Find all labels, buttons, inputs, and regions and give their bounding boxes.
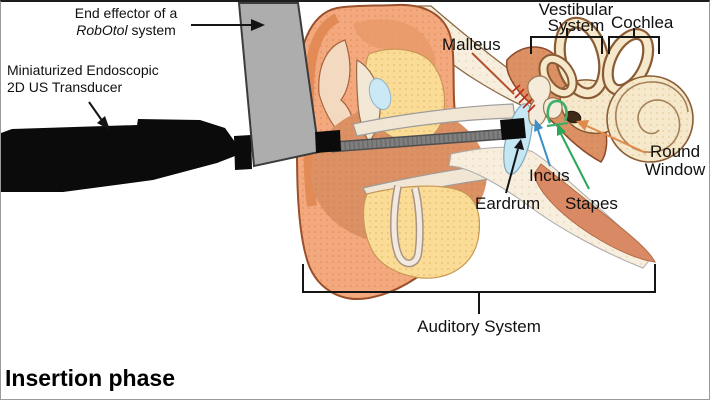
connector-right bbox=[315, 130, 341, 153]
round-window-label-line2: Window bbox=[644, 160, 706, 179]
cartilage-blue-spot bbox=[368, 77, 392, 111]
round-window-arrowhead bbox=[576, 120, 589, 131]
cochlea-bracket bbox=[608, 28, 660, 54]
auditory-system-label: Auditory System bbox=[417, 317, 541, 336]
ligament-hatching bbox=[511, 84, 536, 113]
end-effector-label-line1: End effector of a bbox=[74, 5, 178, 21]
incus-arrowhead bbox=[534, 119, 543, 132]
transducer-arrow bbox=[88, 101, 104, 123]
cartilage-hook bbox=[391, 185, 423, 266]
vestibular-label-line1: Vestibular bbox=[538, 0, 614, 19]
cochlea-body bbox=[606, 75, 694, 163]
malleus-pointer-line bbox=[471, 52, 515, 95]
malleus-label: Malleus bbox=[442, 35, 501, 54]
brackets bbox=[302, 28, 660, 314]
eustachian-tube bbox=[533, 163, 656, 263]
cochlea-spiral bbox=[615, 81, 689, 153]
round-window-arrow bbox=[586, 125, 647, 154]
vestibular-system-label: Vestibular System bbox=[526, 2, 626, 34]
stapes-arrowhead bbox=[557, 123, 566, 136]
instrument bbox=[1, 2, 526, 192]
incus-label: Incus bbox=[529, 166, 570, 185]
incus-arrow bbox=[537, 129, 551, 167]
probe-tip bbox=[500, 118, 526, 140]
end-effector-arrowhead bbox=[251, 19, 265, 31]
transducer-label-line1: Miniaturized Endoscopic bbox=[7, 62, 159, 78]
end-effector-label-line2: RobOtol system bbox=[46, 22, 206, 39]
phase-title: Insertion phase bbox=[5, 365, 175, 391]
transducer-label-line2: 2D US Transducer bbox=[7, 79, 123, 95]
robotol-name: RobOtol bbox=[76, 22, 128, 38]
round-window-label: Round Window bbox=[641, 143, 709, 179]
ossicles bbox=[511, 75, 569, 128]
auditory-system-bracket bbox=[302, 264, 656, 314]
stapes-highlight bbox=[546, 99, 568, 124]
inner-ear bbox=[538, 16, 694, 163]
transducer-body bbox=[1, 119, 235, 192]
eardrum-arrowhead bbox=[514, 139, 524, 150]
probe-shaft bbox=[330, 130, 508, 151]
posterior-canal bbox=[604, 30, 652, 94]
transducer-arrowhead bbox=[97, 116, 110, 130]
cochlea-label: Cochlea bbox=[611, 13, 674, 32]
end-effector-label: End effector of a RobOtol system bbox=[46, 5, 206, 39]
round-window-label-line1: Round bbox=[649, 142, 701, 161]
connector-left bbox=[234, 135, 252, 170]
vestibular-bracket bbox=[530, 28, 603, 54]
eardrum-arrow bbox=[505, 148, 519, 194]
stapes-arrow bbox=[560, 133, 590, 190]
transducer-label: Miniaturized Endoscopic 2D US Transducer bbox=[7, 62, 159, 96]
annotation-arrows bbox=[88, 19, 647, 194]
end-effector-label-rest: system bbox=[127, 22, 176, 38]
stapes-label: Stapes bbox=[565, 194, 618, 213]
vestibular-label-line2: System bbox=[547, 16, 605, 35]
eardrum-label: Eardrum bbox=[475, 194, 541, 213]
